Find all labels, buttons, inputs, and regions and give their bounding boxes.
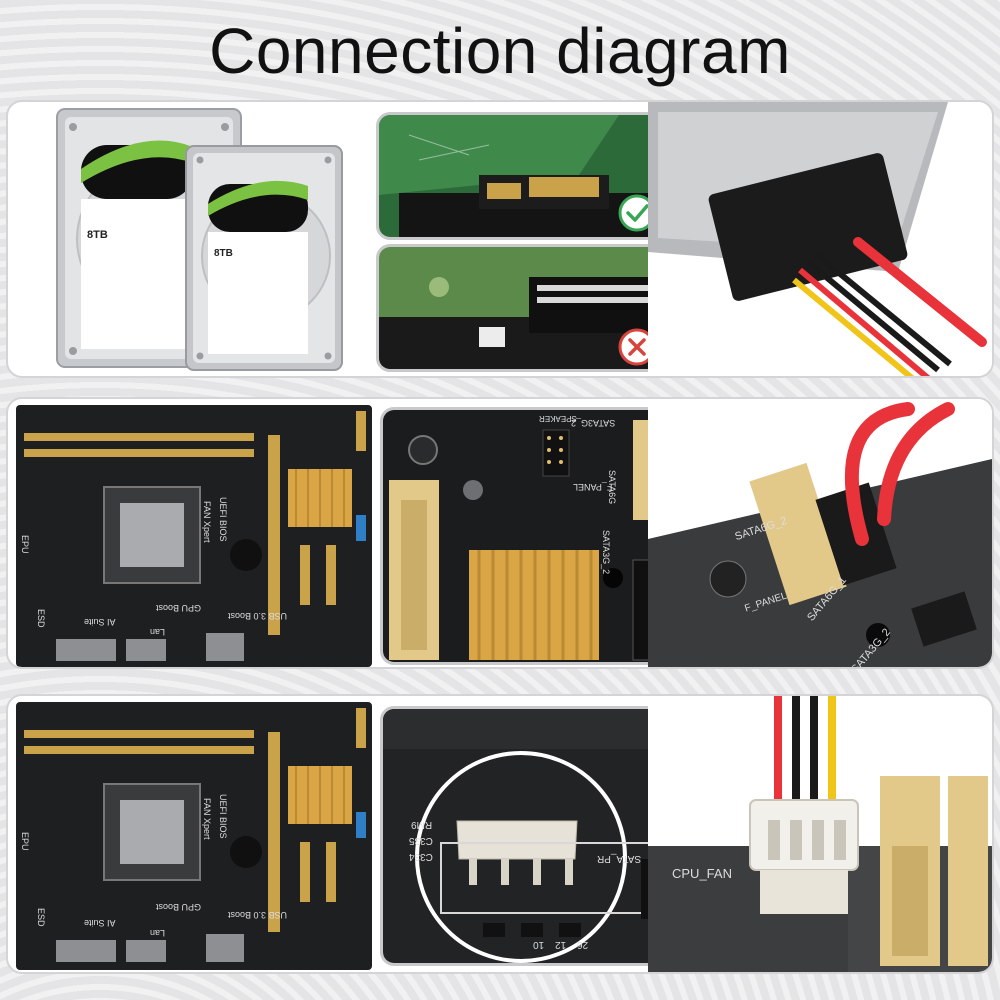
motherboard-image-2: EPU FAN Xpert UEFI BIOS GPU Boost USB 3.…	[16, 702, 372, 970]
label-c334: C334	[409, 851, 433, 862]
label-fan-xpert-2: FAN Xpert	[202, 798, 212, 840]
label-rm9: RM9	[411, 819, 433, 830]
label-sata3g-2-top: SATA3G_2	[571, 418, 616, 428]
label-lan-2: Lan	[150, 928, 166, 938]
label-epu-2: EPU	[20, 832, 30, 851]
hdd-small-image: 8TB	[184, 144, 344, 372]
label-ai-suite-2: AI Suite	[84, 918, 116, 928]
fan-power-plugged-photo: CPU_FAN	[648, 696, 992, 972]
label-f-panel: F_PANEL	[573, 482, 613, 492]
label-esd: ESD	[36, 609, 46, 628]
label-uefi-bios: UEFI BIOS	[218, 497, 228, 542]
fan-power-panel: EPU FAN Xpert UEFI BIOS GPU Boost USB 3.…	[6, 694, 994, 974]
label-speaker: SPEAKER	[539, 414, 577, 423]
label-cpu-fan: CPU_FAN	[672, 866, 732, 881]
sata-motherboard-panel: EPU FAN Xpert UEFI BIOS GPU Boost USB 3.…	[6, 397, 994, 669]
label-num-10: 10	[533, 939, 545, 950]
ide-port-wrong-inset	[376, 244, 666, 372]
hdd-connection-panel: 8TB 8TB	[6, 100, 994, 378]
page-title: Connection diagram	[209, 15, 791, 87]
sata-cable-plugged-photo: SATA6G_2 SATA6G_1 SATA3G_2 F_PANEL	[648, 399, 992, 667]
sata-port-correct-inset	[376, 112, 666, 240]
x-circle-icon	[617, 327, 657, 367]
label-lan: Lan	[150, 627, 166, 637]
label-uefi-bios-2: UEFI BIOS	[218, 794, 228, 839]
label-esd-2: ESD	[36, 908, 46, 927]
hdd-small-capacity: 8TB	[214, 248, 233, 259]
label-num-12: 12	[555, 939, 567, 950]
sata-header-zoom-inset: SATA3G_2 SPEAKER SATA6G F_PANEL SATA3G_2	[380, 407, 670, 665]
fan-header-zoom-inset: RM9 C335 C334 SATA_PR 10 12 26	[380, 706, 670, 966]
label-c335: C335	[409, 835, 433, 846]
label-usb-boost: USB 3.0 Boost	[228, 611, 288, 621]
label-gpu-boost-2: GPU Boost	[156, 902, 202, 912]
label-epu: EPU	[20, 535, 30, 554]
label-gpu-boost: GPU Boost	[156, 603, 202, 613]
hdd-large-capacity: 8TB	[87, 229, 108, 241]
label-num-26: 26	[577, 939, 589, 950]
label-sata-pr: SATA_PR	[597, 853, 642, 864]
label-fan-xpert: FAN Xpert	[202, 501, 212, 543]
label-ai-suite: AI Suite	[84, 617, 116, 627]
label-usb-boost-2: USB 3.0 Boost	[228, 910, 288, 920]
label-sata3g-2: SATA3G_2	[601, 530, 611, 575]
motherboard-image: EPU FAN Xpert UEFI BIOS GPU Boost USB 3.…	[16, 405, 372, 667]
sata-cable-connected-photo	[648, 102, 992, 376]
